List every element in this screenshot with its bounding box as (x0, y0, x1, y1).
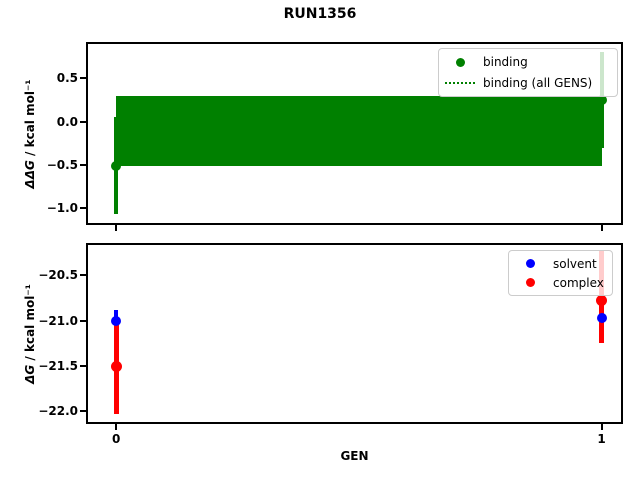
complex-point-gen1 (596, 295, 608, 307)
y-tick-label: −21.5 (38, 359, 78, 374)
dg-axes (86, 243, 623, 424)
ddg-axes (86, 42, 623, 225)
legend-label: binding (all GENS) (483, 75, 593, 90)
x-tick-label: 1 (597, 432, 606, 446)
y-tick-label: −21.0 (38, 313, 78, 328)
blue-dot-icon (525, 259, 535, 268)
figure-title: RUN1356 (283, 6, 357, 22)
binding-point-gen0 (111, 160, 122, 171)
binding-band (116, 95, 602, 166)
y-tick-label: −20.5 (38, 268, 78, 283)
x-tick (115, 225, 118, 231)
y-tick-label: −1.0 (46, 201, 78, 216)
y-tick (80, 274, 86, 277)
y-tick (80, 319, 86, 322)
y-tick (80, 163, 86, 166)
legend-label: binding (483, 55, 528, 70)
binding-dot-marker (445, 57, 475, 67)
y-tick (80, 77, 86, 80)
binding-point-gen1 (596, 95, 607, 106)
green-dotted-line-icon (445, 81, 475, 84)
legend-label: complex (553, 275, 604, 290)
red-dot-icon (525, 278, 535, 287)
dg-legend: solvent complex (508, 250, 613, 296)
complex-point-gen0 (110, 360, 122, 372)
legend-entry-binding: binding (445, 52, 611, 73)
y-tick-label: 0.5 (56, 71, 78, 86)
legend-entry-binding-all-gens: binding (all GENS) (445, 73, 611, 94)
legend-entry-solvent: solvent (515, 254, 606, 273)
solvent-point-gen0 (111, 315, 122, 326)
dg-y-axis-label: ΔG / kcal mol⁻¹ (21, 204, 39, 464)
y-tick (80, 410, 86, 413)
y-tick (80, 120, 86, 123)
x-tick (600, 424, 603, 430)
x-tick (115, 424, 118, 430)
legend-entry-complex: complex (515, 273, 606, 292)
y-tick-label: −22.0 (38, 404, 78, 419)
y-tick-label: 0.0 (56, 114, 78, 129)
ddg-legend: binding binding (all GENS) (438, 48, 618, 97)
x-tick (600, 225, 603, 231)
solvent-point-gen1 (596, 313, 607, 324)
y-tick (80, 207, 86, 210)
x-tick-label: 0 (111, 432, 121, 446)
solvent-dot-marker (515, 259, 545, 268)
y-tick-label: −0.5 (46, 157, 78, 172)
green-dot-icon (455, 57, 465, 67)
x-axis-label: GEN (340, 449, 369, 463)
y-tick (80, 365, 86, 368)
binding-all-gens-line-marker (445, 81, 475, 84)
complex-dot-marker (515, 278, 545, 287)
legend-label: solvent (553, 256, 597, 271)
